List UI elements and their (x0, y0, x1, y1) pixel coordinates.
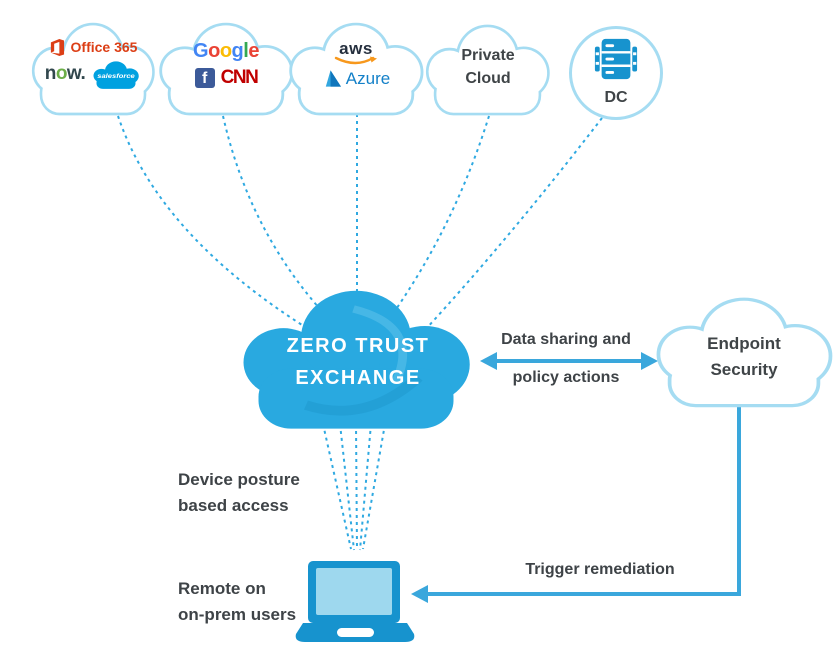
endpoint-label-line1: Endpoint (707, 334, 781, 353)
google-letter: o (219, 39, 232, 62)
google-logo: Google (193, 40, 259, 63)
server-icon (594, 38, 638, 80)
arrow-head-icon (411, 585, 428, 603)
azure-label: Azure (345, 68, 391, 88)
arrow-head-right-icon (641, 352, 658, 370)
dotted-connectors-bottom (322, 423, 386, 551)
data-sharing-label-line1: Data sharing and (501, 331, 631, 348)
office-logo-icon (50, 38, 64, 56)
exchange-title-line2: EXCHANGE (295, 367, 421, 389)
now-letter: n (44, 63, 57, 84)
dotted-connectors-top (117, 114, 603, 331)
remote-users-line2: on-prem users (178, 605, 297, 624)
saas-microsoft-logos: Office 365 now. salesforce (32, 36, 154, 92)
dotted-connector-private-cloud (391, 115, 490, 316)
remote-users-label: Remote on on-prem users (178, 576, 296, 628)
dotted-fan-line (339, 423, 355, 551)
trigger-remediation-arrow (411, 398, 741, 603)
exchange-title: ZERO TRUST EXCHANGE (244, 330, 472, 394)
data-sharing-label-line2: policy actions (512, 369, 620, 386)
endpoint-security-label: Endpoint Security (660, 331, 828, 383)
zscaler-swoosh-icon (304, 305, 423, 416)
public-iaas-logos: aws Azure (296, 38, 416, 92)
dotted-fan-line (362, 423, 386, 550)
exchange-cloud-icon (243, 290, 470, 429)
dotted-fan-line (322, 423, 352, 550)
endpoint-label-line2: Security (710, 360, 778, 379)
device-posture-label: Device posture based access (178, 467, 300, 519)
salesforce-label: salesforce (98, 73, 136, 79)
datacenter-label: DC (604, 89, 628, 106)
aws-label: aws (339, 38, 373, 58)
dotted-connector-dc (424, 117, 603, 331)
cnn-logo: CNN (220, 66, 259, 88)
data-sharing-arrow (480, 352, 658, 370)
dotted-connector-google (222, 115, 331, 321)
google-letter: G (193, 39, 209, 62)
arrow-head-left-icon (480, 352, 497, 370)
private-cloud-line2: Cloud (465, 70, 511, 87)
dotted-fan-line (359, 423, 372, 551)
servicenow-logo: now. (45, 63, 86, 85)
now-letter: w. (66, 63, 86, 84)
facebook-cnn-row: f CNN (194, 66, 259, 89)
saas-consumer-logos: Google f CNN (164, 36, 288, 92)
private-cloud-line1: Private (461, 47, 515, 64)
dotted-fan-line (355, 423, 358, 551)
azure-logo: Azure (322, 69, 390, 89)
salesforce-logo-icon: salesforce (93, 60, 140, 89)
aws-logo: aws (334, 38, 378, 65)
device-posture-line1: Device posture (178, 470, 300, 489)
google-letter: e (248, 39, 259, 62)
facebook-letter: f (201, 69, 208, 87)
google-letter: l (243, 39, 249, 62)
private-cloud-label: Private Cloud (428, 44, 548, 90)
servicenow-salesforce-row: now. salesforce (45, 59, 142, 90)
exchange-title-line1: ZERO TRUST (286, 335, 430, 357)
aws-smile-icon (334, 56, 377, 64)
google-letter: o (208, 39, 220, 62)
now-letter-o: o (55, 63, 68, 84)
remote-users-line1: Remote on (178, 579, 266, 598)
azure-logo-icon (325, 70, 341, 87)
datacenter-node: DC (569, 26, 663, 120)
laptop-icon (295, 561, 415, 642)
office365-label: Office 365 (70, 39, 138, 55)
facebook-logo-icon: f (194, 67, 215, 88)
trigger-remediation-label: Trigger remediation (525, 561, 675, 578)
device-posture-line2: based access (178, 496, 289, 515)
google-letter: g (231, 39, 244, 62)
office365-logo: Office 365 (49, 38, 138, 56)
